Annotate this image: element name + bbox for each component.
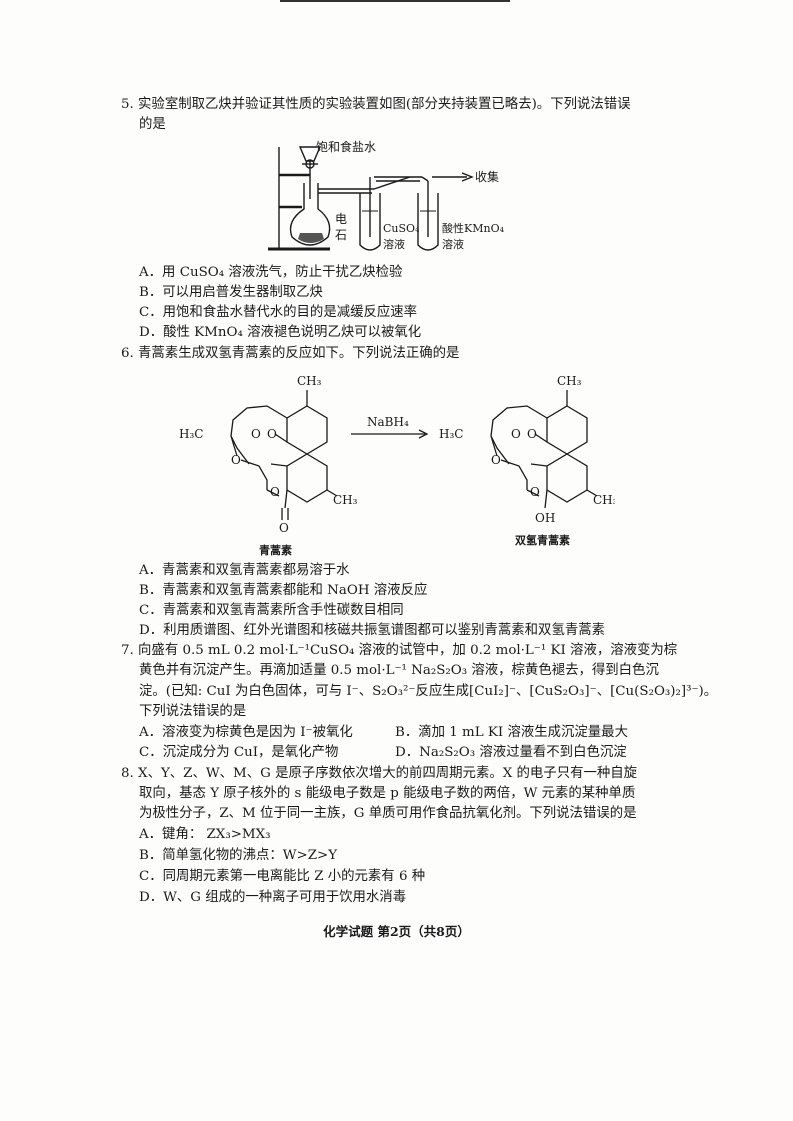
q8-stem-line-1: 8. X、Y、Z、W、M、G 是原子序数依次增大的前四周期元素。X 的电子只有一… [121,766,638,781]
q5-option-d: D．酸性 KMnO₄ 溶液褪色说明乙炔可以被氧化 [139,325,422,340]
tube1-label-1: CuSO₄ [383,222,420,235]
reagent-label: NaBH₄ [367,415,409,429]
q6-option-d: D．利用质谱图、红外光谱图和核磁共振氢谱图都可以鉴别青蒿素和双氢青蒿素 [139,623,606,638]
left-ring-o: O [270,485,280,499]
q6-option-c: C．青蒿素和双氢青蒿素所含手性碳数目相同 [139,603,404,618]
page-footer: 化学试题 第2页（共8页） [323,924,470,939]
q5-option-a: A．用 CuSO₄ 溶液洗气，防止干扰乙炔检验 [139,265,403,280]
q7-option-d: D．Na₂S₂O₃ 溶液过量看不到白色沉淀 [395,745,627,760]
q7-stem-line-1: 7. 向盛有 0.5 mL 0.2 mol·L⁻¹CuSO₄ 溶液的试管中，加 … [121,643,678,658]
q8-option-d: D．W、G 组成的一种离子可用于饮用水消毒 [139,890,407,905]
q5-option-b: B．可以用启普发生器制取乙炔 [139,285,323,300]
q8-option-c: C．同周期元素第一电离能比 Z 小的元素有 6 种 [139,869,426,884]
q7-option-a: A．溶液变为棕黄色是因为 I⁻被氧化 [139,725,353,740]
left-h3c: H₃C [179,427,203,441]
left-peroxide-o2: O [267,427,277,441]
right-ch3-top: CH₃ [557,374,582,388]
q8-stem-line-3: 为极性分子，Z、M 位于同一主族，G 单质可用作食品抗氧化剂。下列说法错误的是 [139,806,637,821]
right-hydroxyl: OH [535,511,555,525]
q6-stem: 6. 青蒿素生成双氢青蒿素的反应如下。下列说法正确的是 [121,346,460,361]
right-compound-name: 双氢青蒿素 [515,533,570,547]
q8-stem-line-2: 取向，基态 Y 原子核外的 s 能级电子数是 p 能级电子数的两倍，W 元素的某… [139,786,636,801]
dihydroartemisinin-structure: CH₃ H₃C O O O O CH₃ OH 双氢青蒿素 [439,374,618,547]
q8-option-a: A．键角： ZX₃>MX₃ [139,827,271,842]
scan-top-edge [280,0,510,2]
q6-reaction-figure: CH₃ H₃C O O O O CH₃ O 青蒿素 NaBH₄ [175,368,618,558]
solid-label-2: 石 [335,228,347,242]
tube2-label-2: 溶液 [442,237,464,251]
q5-stem-line-1: 5. 实验室制取乙炔并验证其性质的实验装置如图(部分夹持装置已略去)。下列说法错… [121,97,631,112]
q6-option-a: A．青蒿素和双氢青蒿素都易溶于水 [139,563,350,578]
collect-label: 收集 [475,169,499,184]
left-peroxide-o1: O [251,427,261,441]
right-peroxide-o1: O [511,427,521,441]
tube2-label-1: 酸性KMnO₄ [442,221,505,235]
left-compound-name: 青蒿素 [259,543,292,557]
q6-option-b: B．青蒿素和双氢青蒿素都能和 NaOH 溶液反应 [139,583,428,598]
q7-stem-line-4: 下列说法错误的是 [139,704,247,719]
q5-stem-line-2: 的是 [139,117,166,132]
funnel-label: 饱和食盐水 [316,139,376,154]
solid-label-1: 电 [335,212,347,226]
right-ether-o: O [491,453,501,467]
left-carbonyl-o: O [279,521,289,535]
q7-stem-line-2: 黄色并有沉淀产生。再滴加适量 0.5 mol·L⁻¹ Na₂S₂O₃ 溶液，棕黄… [139,663,659,678]
q5-option-c: C．用饱和食盐水替代水的目的是减缓反应速率 [139,305,418,320]
left-ch3-bottom: CH₃ [333,493,358,507]
right-ring-o: O [530,485,540,499]
left-ether-o: O [231,453,241,467]
right-peroxide-o2: O [527,427,537,441]
right-h3c: H₃C [439,427,463,441]
right-ch3-bottom: CH₃ [593,493,615,507]
q7-option-c: C．沉淀成分为 CuI，是氧化产物 [139,745,339,760]
q7-stem-line-3: 淀。(已知: CuI 为白色固体，可与 I⁻、S₂O₃²⁻反应生成[CuI₂]⁻… [139,684,718,699]
q5-apparatus-figure: 饱和食盐水 收集 电 石 CuSO₄ 溶液 酸性KMnO₄ 溶液 [262,137,552,259]
q8-option-b: B．简单氢化物的沸点：W>Z>Y [139,848,338,863]
artemisinin-structure: CH₃ H₃C O O O O CH₃ O 青蒿素 [179,374,358,557]
q7-option-b: B．滴加 1 mL KI 溶液生成沉淀量最大 [395,725,628,740]
left-ch3-top: CH₃ [297,374,322,388]
tube1-label-2: 溶液 [383,237,405,251]
